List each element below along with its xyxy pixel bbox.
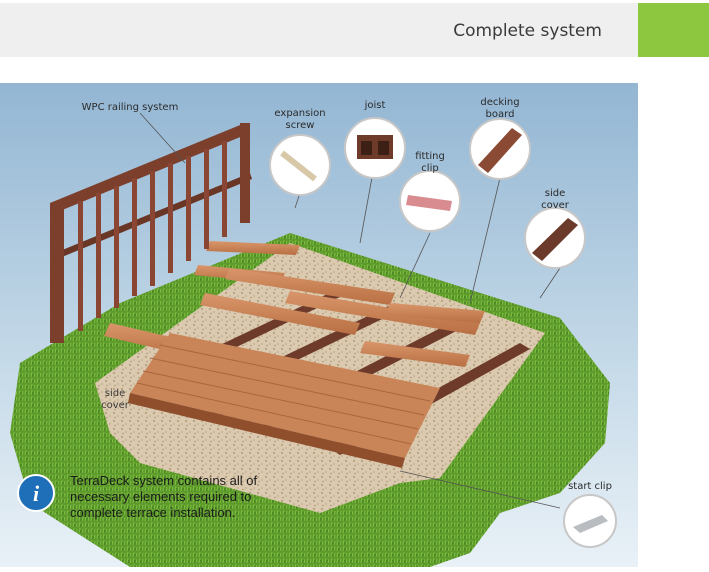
side-cover-lower-label: side cover	[101, 388, 129, 411]
railing-system	[50, 123, 252, 343]
fitting-clip-callout	[399, 170, 461, 232]
decking-board-callout	[469, 118, 531, 180]
info-icon: i	[17, 474, 55, 512]
leader-lines	[139, 112, 561, 509]
fitting-clip-label: fitting clip	[415, 151, 445, 174]
header-accent-block	[638, 3, 709, 57]
deck-surface	[128, 333, 440, 468]
expansion-screw-label: expansion screw	[274, 108, 326, 131]
info-text: TerraDeck system contains all of necessa…	[70, 473, 258, 520]
side-cover-callout	[524, 207, 586, 269]
svg-text:i: i	[33, 481, 40, 506]
terrace-diagram: i WPC railing system expansion screw joi…	[0, 83, 638, 567]
page-title: Complete system	[453, 21, 602, 41]
decking-board-label: decking board	[480, 97, 520, 120]
start-clip-label: start clip	[568, 481, 612, 492]
railing-label: WPC railing system	[81, 102, 179, 113]
header-bar: Complete system	[0, 3, 638, 57]
start-clip-callout	[563, 494, 617, 548]
loose-boards	[104, 241, 485, 367]
terrace-illustration: i	[0, 83, 638, 567]
joist-callout	[344, 117, 406, 179]
joist-label: joist	[364, 100, 386, 111]
expansion-screw-callout	[269, 134, 331, 196]
side-cover-label: side cover	[541, 188, 569, 211]
